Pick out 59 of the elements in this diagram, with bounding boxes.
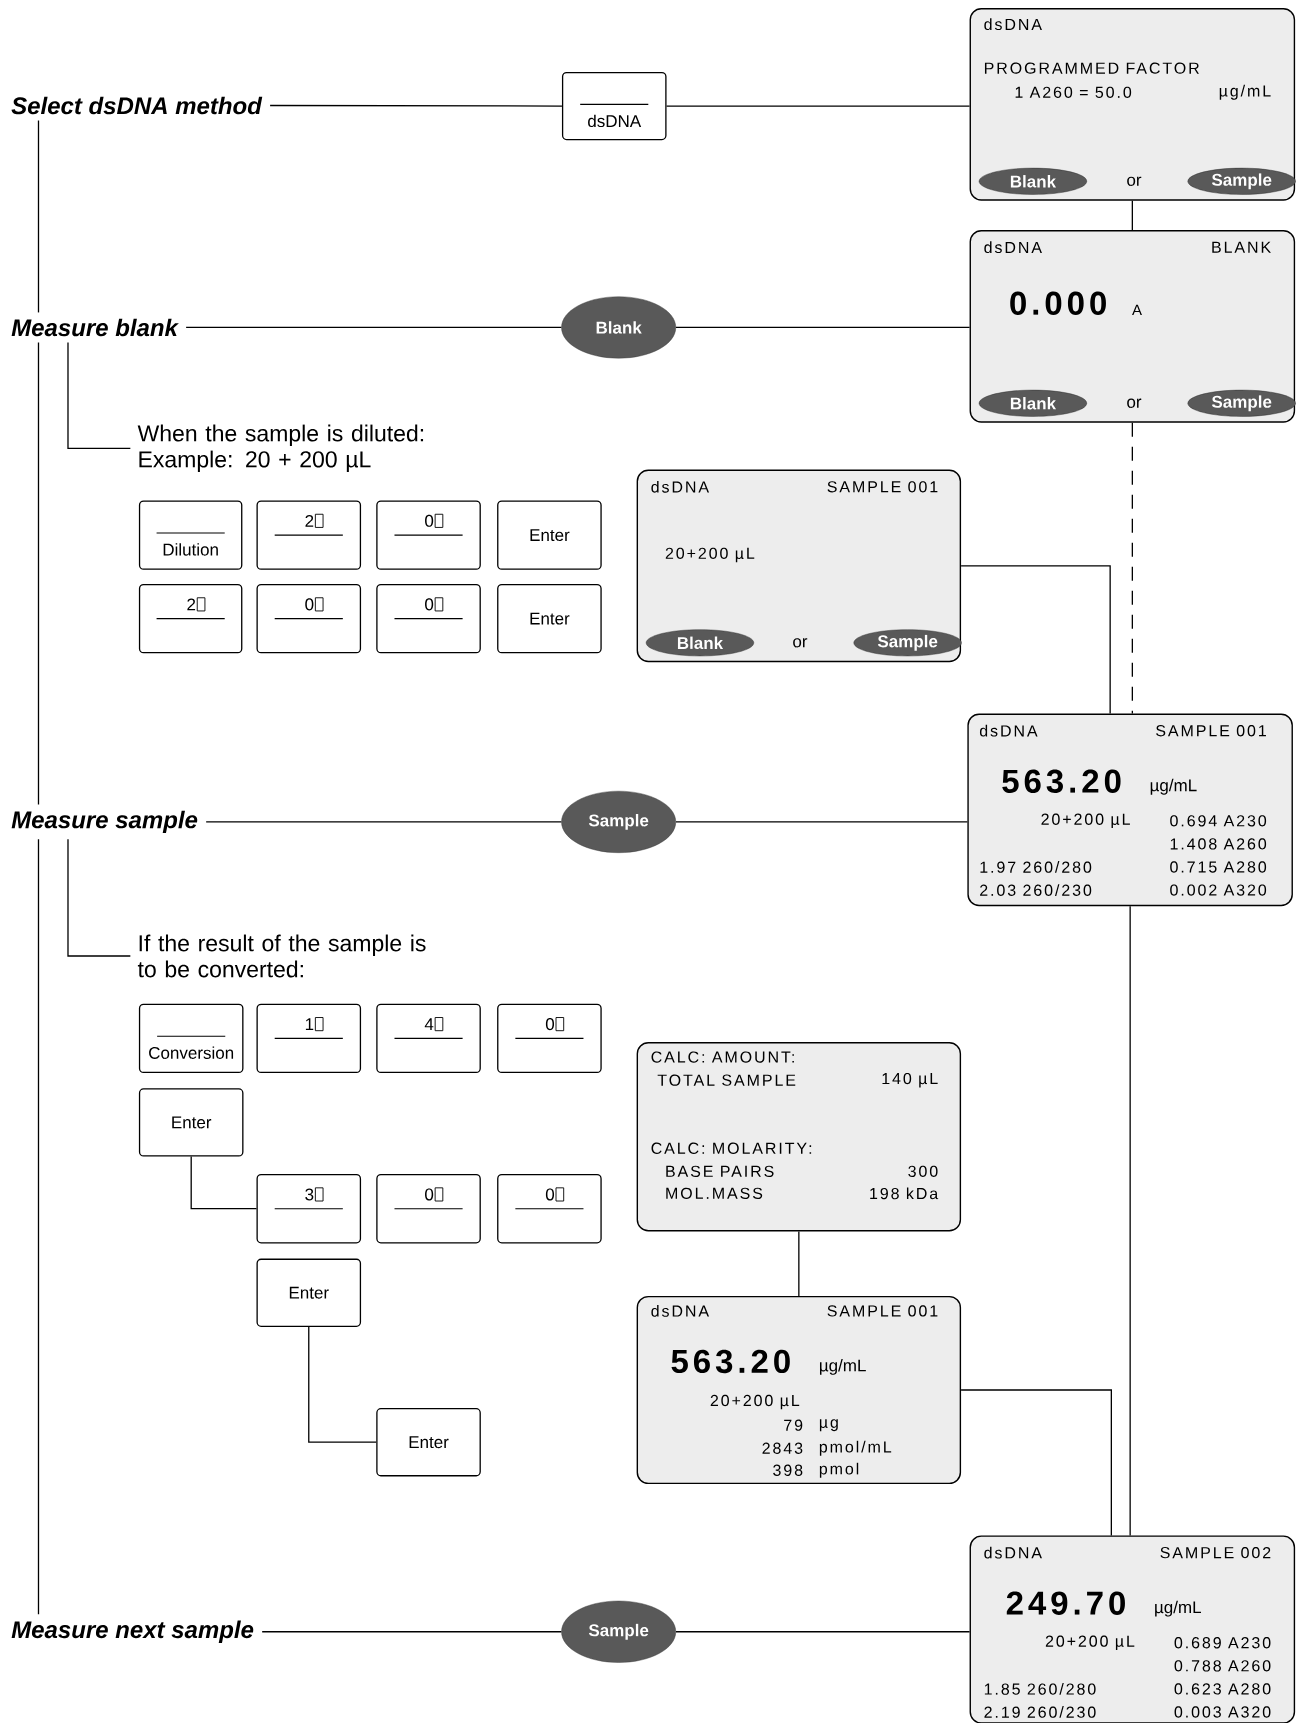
connector-line xyxy=(798,1230,800,1297)
connector-line xyxy=(190,1155,258,1210)
connector-line xyxy=(675,1631,971,1633)
connector-line xyxy=(665,105,971,107)
connector-line xyxy=(675,821,968,823)
soft-key-button: Blank xyxy=(645,629,754,657)
keypad-key: Conversion xyxy=(138,1003,244,1074)
display-screen: CALC: AMOUNT: TOTAL SAMPLE 140 µL CALC: MOLARITY: BASE PAIRS 300 MOL.MASS 198 kDa xyxy=(636,1042,962,1232)
instruction-text: If the result of the sample is to be converted: xyxy=(137,934,426,978)
keypad-key: 0 xyxy=(497,1003,602,1074)
keypad-key: Enter xyxy=(376,1408,481,1477)
keypad-key: 0 xyxy=(497,1174,602,1244)
keypad-key: Enter xyxy=(138,1088,244,1157)
connector-line xyxy=(960,565,1111,715)
step-label: Measure next sample xyxy=(11,1620,254,1643)
keypad-key: Dilution xyxy=(138,500,243,570)
step-label: Measure blank xyxy=(11,318,179,337)
keypad-key: 0 xyxy=(256,583,362,654)
connector-line xyxy=(261,1631,562,1633)
connector-line xyxy=(1129,905,1131,1537)
keypad-key: 4 xyxy=(376,1003,481,1074)
leader-line xyxy=(67,341,131,449)
oval-button: Blank xyxy=(561,296,676,359)
connector-line xyxy=(269,104,563,107)
keypad-key: 0 xyxy=(376,583,481,654)
soft-key-button: Blank xyxy=(978,167,1087,195)
soft-key-button: Sample xyxy=(853,629,962,657)
step-label: Measure sample xyxy=(11,810,198,834)
connector-line xyxy=(37,119,40,314)
soft-key-button: Sample xyxy=(1187,167,1296,195)
connector-line xyxy=(675,326,971,329)
keypad-key: 2 xyxy=(256,500,362,570)
connector-line xyxy=(185,326,562,329)
soft-key-button: Blank xyxy=(978,389,1087,417)
connector-line xyxy=(1131,422,1133,715)
keypad-key: Enter xyxy=(256,1258,362,1327)
connector-line xyxy=(1131,200,1133,231)
connector-line xyxy=(308,1326,377,1443)
instruction-text: When the sample is diluted: Example: 20 + 200 µL xyxy=(137,424,424,473)
soft-key-button: Sample xyxy=(1187,389,1296,417)
connector-line xyxy=(205,821,562,823)
oval-button: Sample xyxy=(561,790,676,853)
display-screen: dsDNA SAMPLE 001 563.20 µg/mL 20+200 µL 79 µg 2843 pmol/mL 398 pmol xyxy=(636,1295,962,1485)
connector-line xyxy=(960,1389,1112,1537)
keypad-key: 0 xyxy=(376,1174,481,1244)
keypad-key: 1 xyxy=(256,1003,362,1074)
leader-line xyxy=(67,838,131,957)
display-screen: dsDNA SAMPLE 001 563.20 µg/mL 20+200 µL 0.694 A230 1.408 A260 0.715 A280 0.002 A320 1.97 260/280 2.03 260/230 xyxy=(967,713,1293,907)
keypad-key: Enter xyxy=(497,583,602,654)
keypad-key: Enter xyxy=(497,500,602,570)
connector-line xyxy=(37,838,40,1615)
display-screen: dsDNA SAMPLE 002 249.70 µg/mL 20+200 µL 0.689 A230 0.788 A260 0.623 A280 0.003 A320 1.85 260/280 2.19 260/230 xyxy=(969,1535,1296,1723)
keypad-key: 2 xyxy=(138,583,243,654)
oval-button: Sample xyxy=(561,1600,676,1663)
step-label: Select dsDNA method xyxy=(11,96,263,115)
connector-line xyxy=(37,341,40,806)
keypad-key: 0 xyxy=(376,500,481,570)
keypad-key: 3 xyxy=(256,1174,362,1244)
keypad-key: dsDNA xyxy=(561,71,667,141)
